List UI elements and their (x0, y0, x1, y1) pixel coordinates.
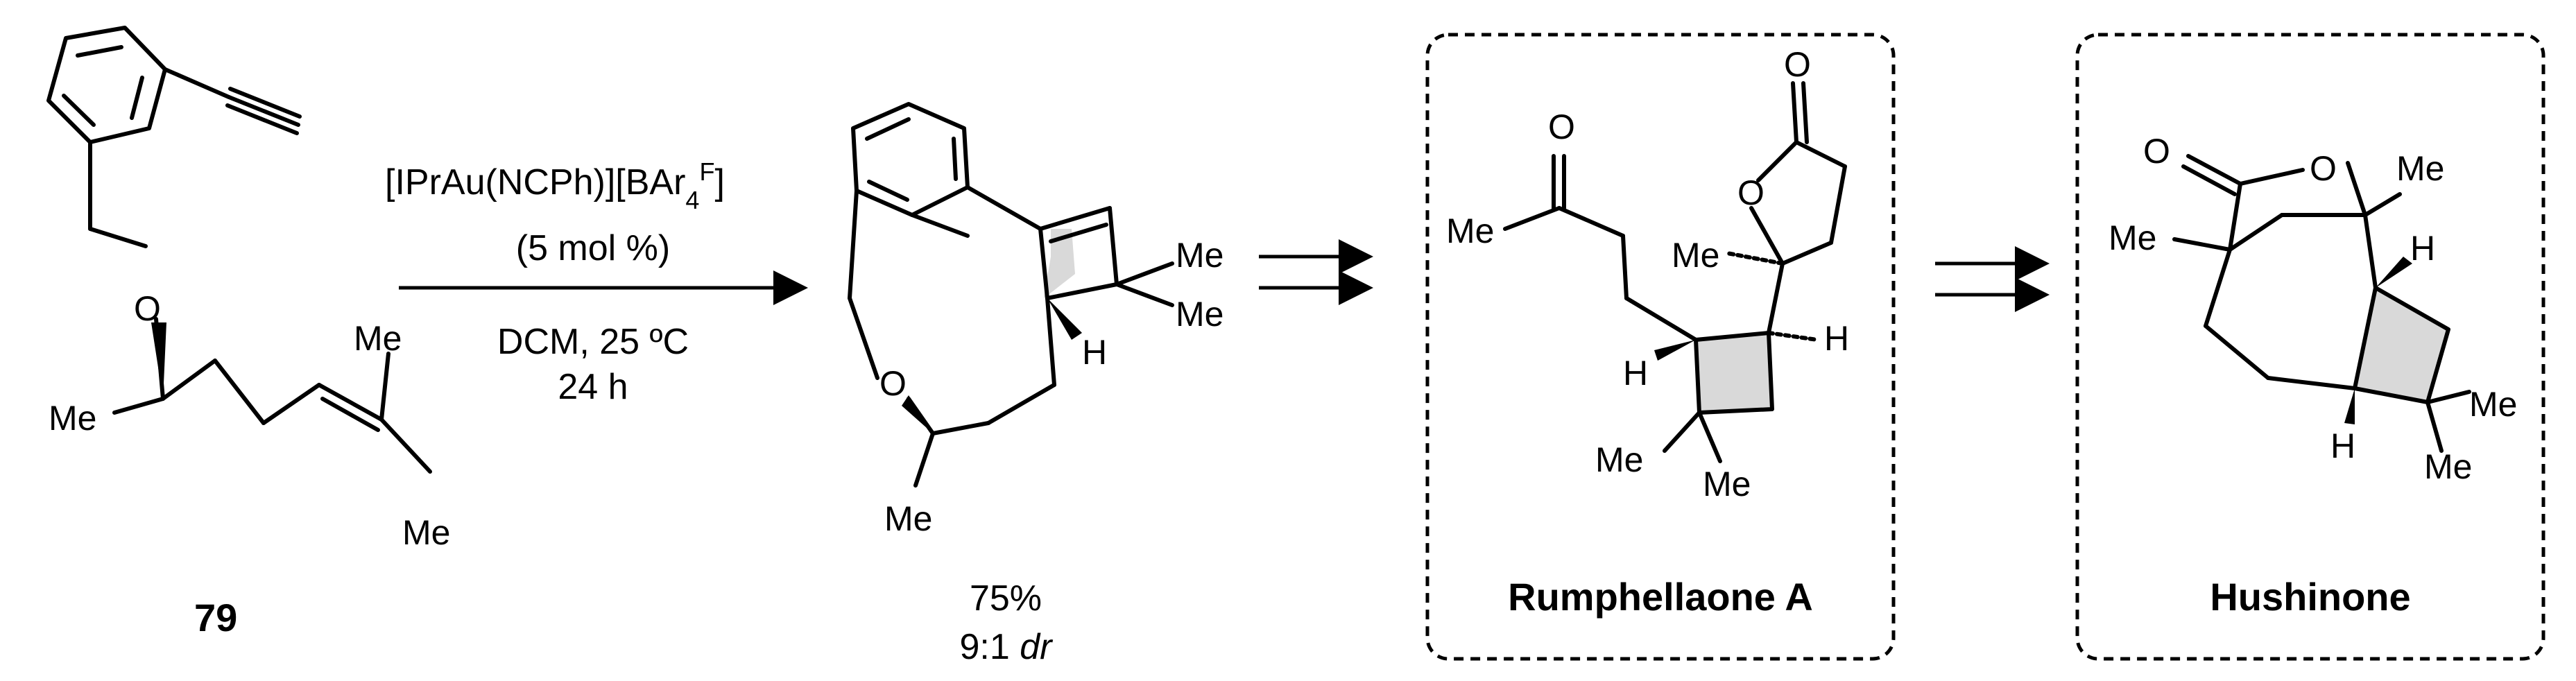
catalyst-text: [IPrAu(NCPh)][BAr4F] (385, 157, 725, 214)
oxygen-label: O (1737, 173, 1764, 212)
reaction-conditions: [IPrAu(NCPh)][BAr4F] (5 mol %) DCM, 25 º… (385, 157, 808, 407)
hushinone-structure: O O Me Me Me Me H H Hushinone (2109, 132, 2517, 619)
methyl-label: Me (884, 499, 932, 538)
methyl-label: Me (1595, 440, 1643, 479)
yield-text: 75% (970, 578, 1042, 619)
solvent-temp-text: DCM, 25 ºC (497, 322, 689, 362)
rumphellaone-a-structure: O O O Me Me Me Me H H Rumphellaone A (1446, 45, 1849, 619)
product-name: Rumphellaone A (1508, 575, 1813, 619)
methyl-label: Me (2109, 218, 2156, 257)
hydrogen-label: H (2330, 426, 2355, 465)
hydrogen-label: H (1082, 333, 1107, 372)
oxygen-label: O (134, 289, 161, 328)
methyl-label: Me (1672, 236, 1719, 275)
methyl-label: Me (49, 399, 96, 438)
methyl-label: Me (1446, 212, 1494, 250)
methyl-label: Me (1176, 236, 1223, 275)
oxygen-label: O (1548, 107, 1575, 146)
dr-text: 9:1 dr (960, 627, 1054, 667)
oxygen-label: O (879, 364, 907, 403)
compound-79: O Me Me Me 79 (46, 26, 450, 639)
compound-label: 79 (194, 596, 237, 639)
hydrogen-label: H (1824, 319, 1849, 358)
oxygen-label: O (2310, 149, 2337, 188)
methyl-label: Me (2424, 447, 2472, 486)
methyl-label: Me (2396, 149, 2444, 188)
methyl-label: Me (2469, 385, 2517, 424)
oxygen-label: O (1784, 45, 1811, 84)
intermediate-compound: O Me Me Me H 75% 9:1 dr (848, 102, 1223, 667)
hydrogen-label: H (1623, 354, 1648, 393)
oxygen-label: O (2143, 132, 2170, 171)
product-name: Hushinone (2210, 575, 2410, 619)
loading-text: (5 mol %) (516, 228, 670, 268)
product-box-hushinone (2075, 33, 2545, 661)
product-box-rumphellaone (1425, 33, 1896, 661)
methyl-label: Me (354, 319, 402, 358)
hydrogen-label: H (2410, 229, 2435, 268)
time-text: 24 h (558, 367, 628, 407)
methyl-label: Me (1703, 465, 1751, 503)
methyl-label: Me (1176, 295, 1223, 334)
methyl-label: Me (402, 513, 450, 552)
